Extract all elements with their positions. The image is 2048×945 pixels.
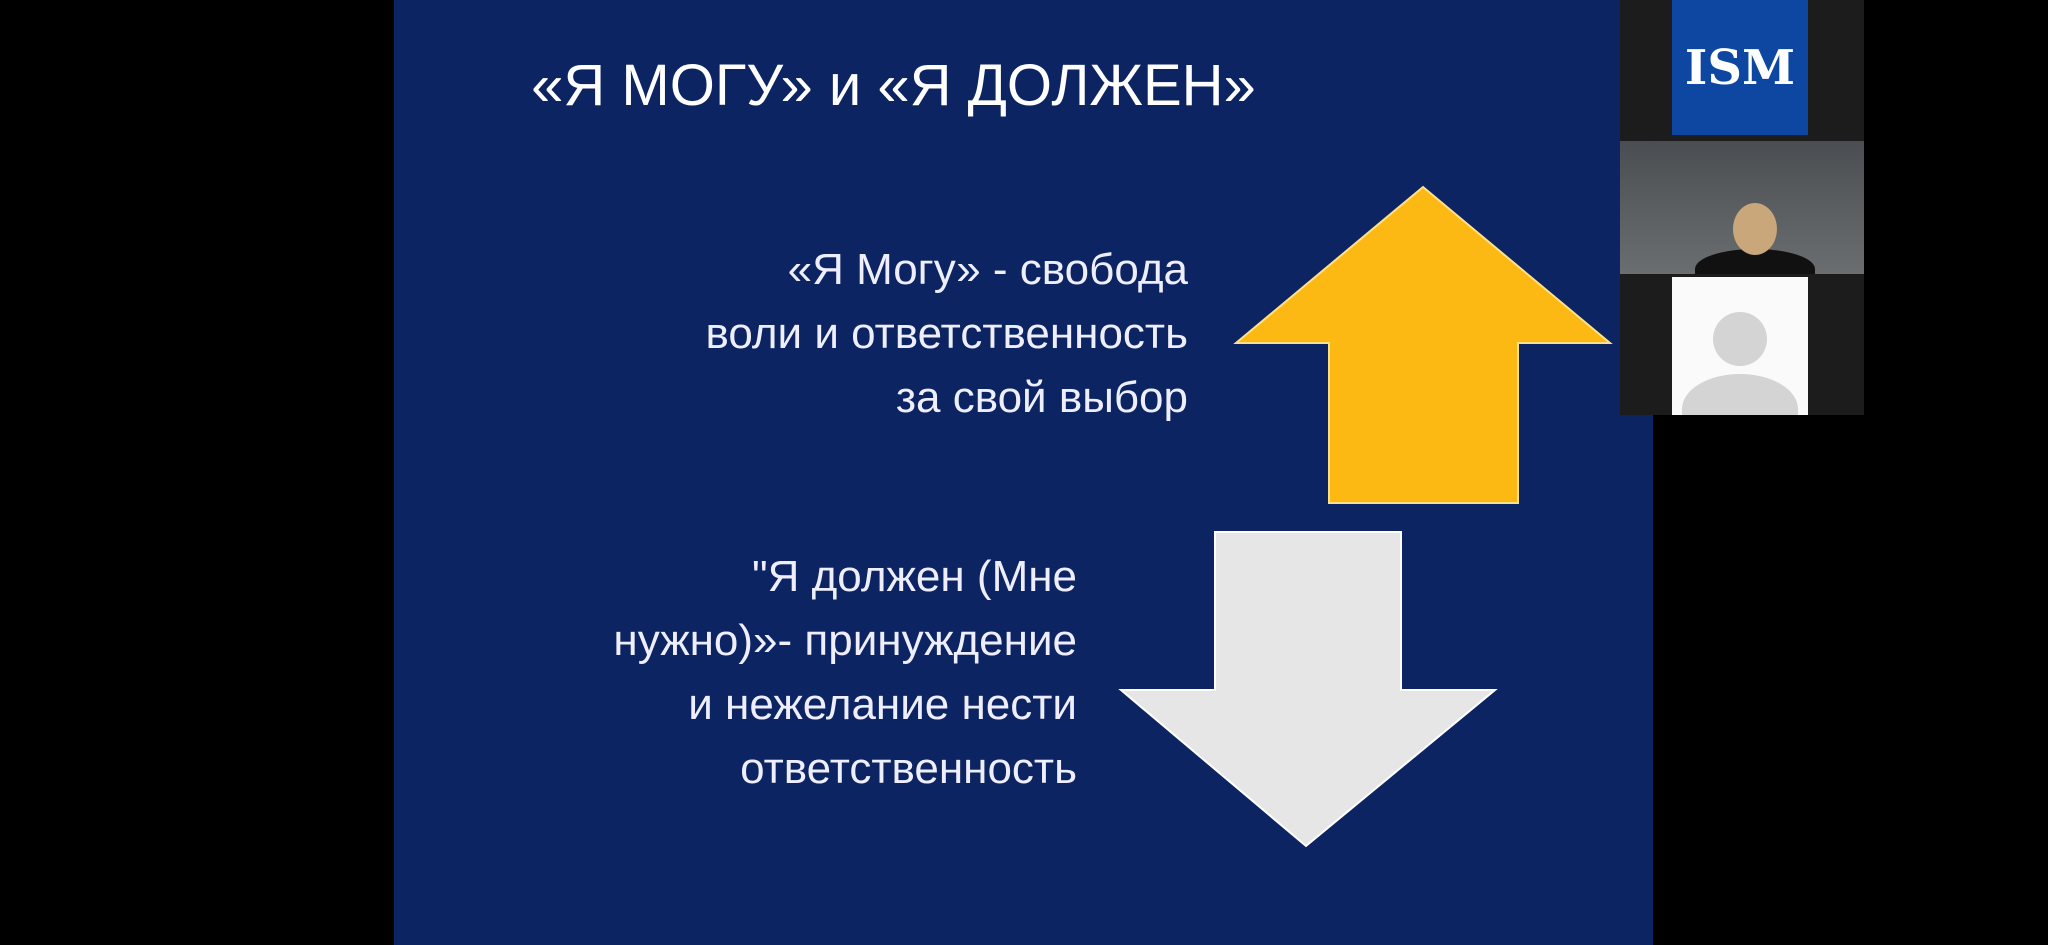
participant-avatar-tile[interactable] [1672,277,1808,415]
person-silhouette-icon [1713,312,1767,366]
up-arrow-icon [1233,185,1613,504]
can-description: «Я Могу» - свобода воли и ответственност… [705,238,1188,430]
slide-title: «Я МОГУ» и «Я ДОЛЖЕН» [531,53,1256,118]
text-line: "Я должен (Мне [752,552,1077,601]
presentation-slide: «Я МОГУ» и «Я ДОЛЖЕН» «Я Могу» - свобода… [394,0,1653,945]
arrows-graphic [1118,185,1613,848]
ism-logo: ISM [1672,0,1808,135]
must-description: "Я должен (Мне нужно)»- принуждение и не… [613,545,1077,801]
down-arrow-icon [1118,531,1498,848]
person-silhouette-body [1682,374,1798,415]
text-line: воли и ответственность [705,309,1188,358]
participant-video[interactable] [1620,141,1864,274]
text-line: за свой выбор [895,373,1188,422]
text-line: «Я Могу» - свобода [787,245,1188,294]
text-line: нужно)»- принуждение [613,616,1077,665]
speaker-head [1733,203,1777,255]
text-line: ответственность [740,744,1077,793]
participants-panel: ISM [1620,0,1864,415]
text-line: и нежелание нести [688,680,1077,729]
